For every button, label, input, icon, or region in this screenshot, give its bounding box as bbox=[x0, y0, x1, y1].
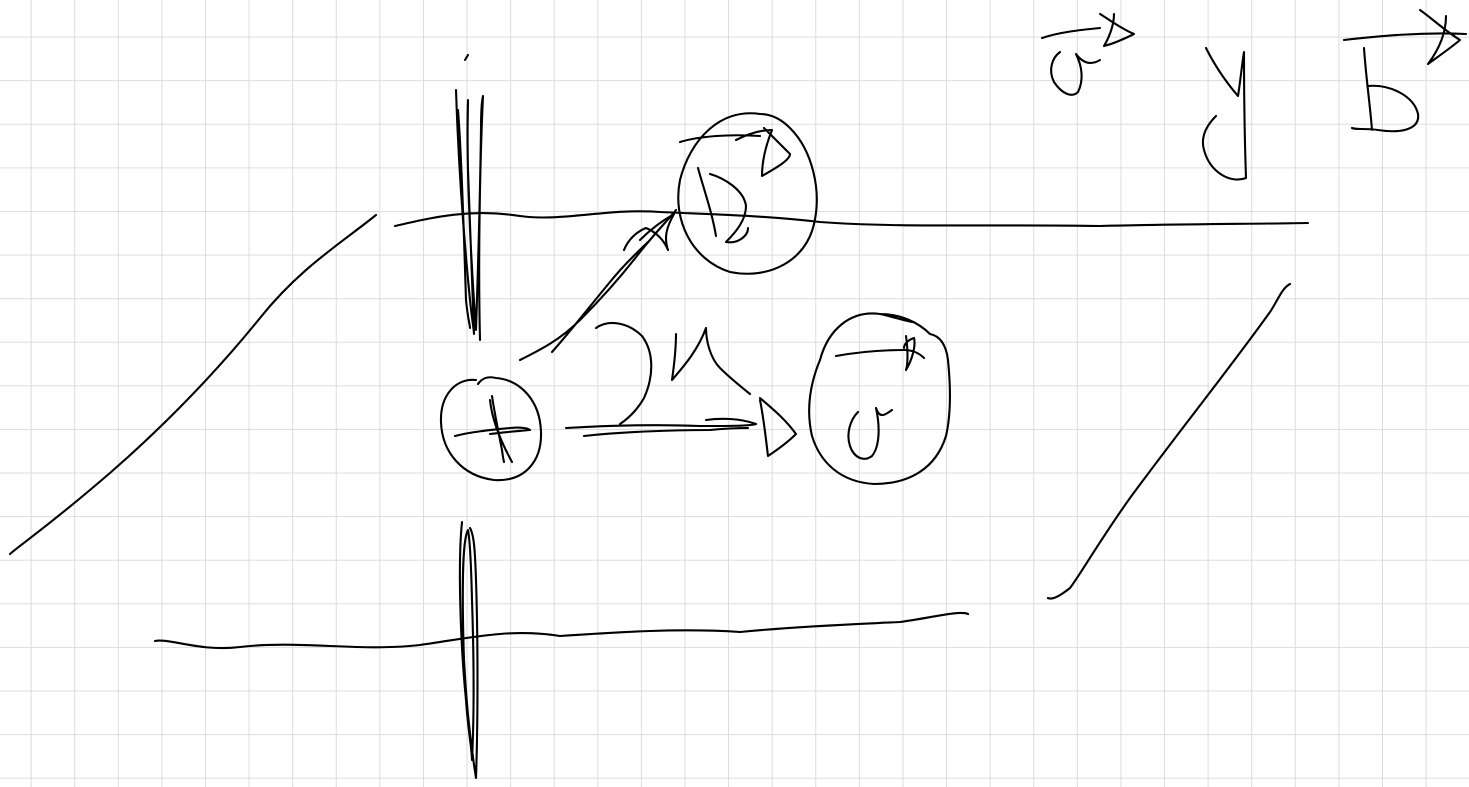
axis-upper-stroke bbox=[454, 88, 485, 342]
tail-node bbox=[439, 376, 543, 482]
upper-plane-right-edge bbox=[1046, 282, 1292, 600]
head-node-top-letter bbox=[678, 126, 792, 244]
axis-tick-top bbox=[463, 53, 470, 62]
edge-label bbox=[594, 321, 752, 426]
edge-label-alpha bbox=[670, 326, 752, 396]
tail-node-plus-vertical bbox=[488, 394, 514, 464]
legend-y bbox=[1201, 46, 1248, 181]
axis-upper-stroke-2 bbox=[456, 108, 472, 330]
arrows bbox=[518, 208, 798, 458]
upper-plane-left-edge bbox=[8, 213, 378, 556]
upper-plane-top-edge bbox=[393, 210, 1310, 228]
axis-lower-stroke bbox=[458, 520, 479, 780]
arrow-to-top-node bbox=[518, 208, 678, 362]
legend bbox=[1040, 8, 1468, 181]
tail-node-circle bbox=[439, 376, 543, 482]
head-node-right-circle bbox=[808, 312, 952, 486]
legend-b-star bbox=[1342, 8, 1468, 133]
edge-label-curl bbox=[594, 321, 653, 426]
upper-plane bbox=[8, 210, 1310, 650]
lower-plane-bottom-edge bbox=[153, 611, 970, 650]
head-node-right-letter bbox=[834, 334, 926, 460]
head-node-top bbox=[677, 112, 818, 275]
head-node-right bbox=[808, 312, 952, 486]
vertical-axis bbox=[454, 53, 485, 780]
arrow-to-right-node bbox=[564, 396, 798, 458]
head-node-top-circle bbox=[677, 112, 818, 275]
tail-node-plus-horizontal bbox=[453, 426, 532, 438]
legend-a-star bbox=[1040, 12, 1136, 96]
